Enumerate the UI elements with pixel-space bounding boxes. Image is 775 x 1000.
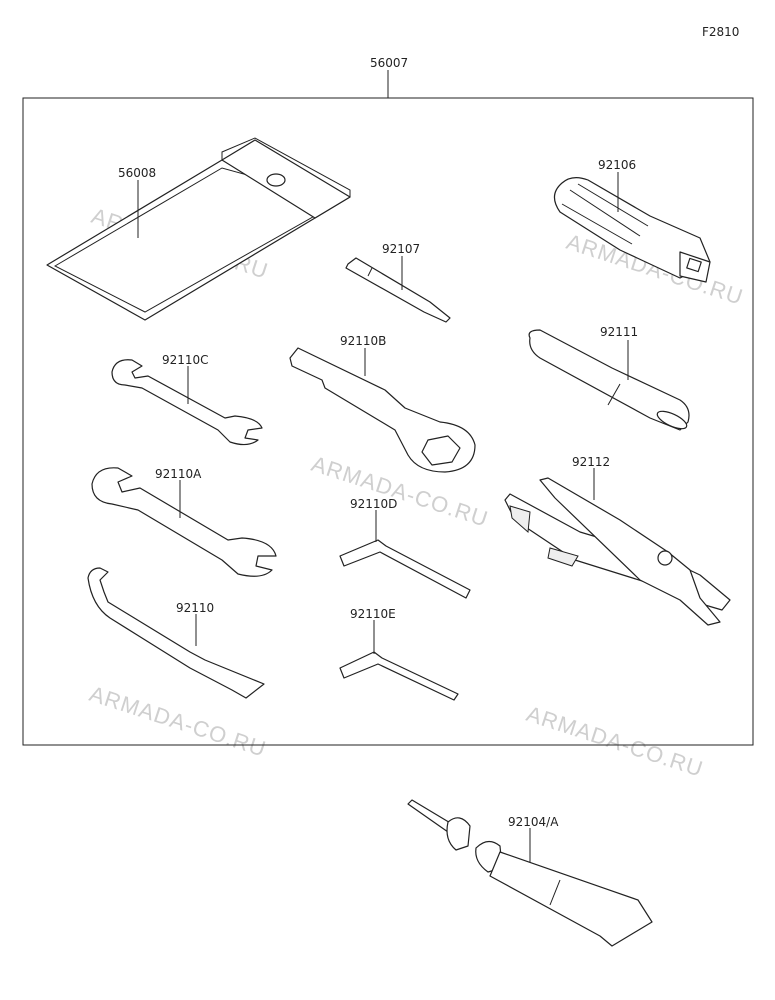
label-92110D: 92110D (350, 497, 397, 511)
screwdriver-bit: 92107 (345, 242, 451, 323)
label-56008: 56008 (118, 166, 156, 180)
label-92110A: 92110A (155, 467, 202, 481)
label-92107: 92107 (382, 242, 420, 256)
pliers: 92112 (504, 455, 731, 626)
wrench-small: 92110C (111, 353, 263, 446)
label-92110E: 92110E (350, 607, 396, 621)
label-92110: 92110 (176, 601, 214, 615)
label-92104-A: 92104/A (508, 815, 559, 829)
label-56007: 56007 (370, 56, 408, 70)
wrench-large: 92110A (91, 467, 277, 577)
screwdriver-handle: 92106 (553, 158, 711, 283)
label-92112: 92112 (572, 455, 610, 469)
tool-pouch: 56008 (46, 137, 351, 321)
figure-code: F2810 (702, 25, 739, 39)
label-92111: 92111 (600, 325, 638, 339)
box-wrench: 92110B (289, 334, 476, 473)
label-92110C: 92110C (162, 353, 209, 367)
label-92106: 92106 (598, 158, 636, 172)
hex-key-d: 92110D (339, 497, 471, 599)
watermark: ARMADA-CO.RU (523, 701, 706, 782)
valve-tool-and-tube: 92104/A (407, 799, 653, 947)
hook-spanner: 92110 (87, 567, 265, 699)
label-92110B: 92110B (340, 334, 386, 348)
kit-frame: 56007 (22, 56, 754, 746)
hex-key-e: 92110E (339, 607, 459, 701)
extension-bar: 92111 (528, 325, 690, 431)
